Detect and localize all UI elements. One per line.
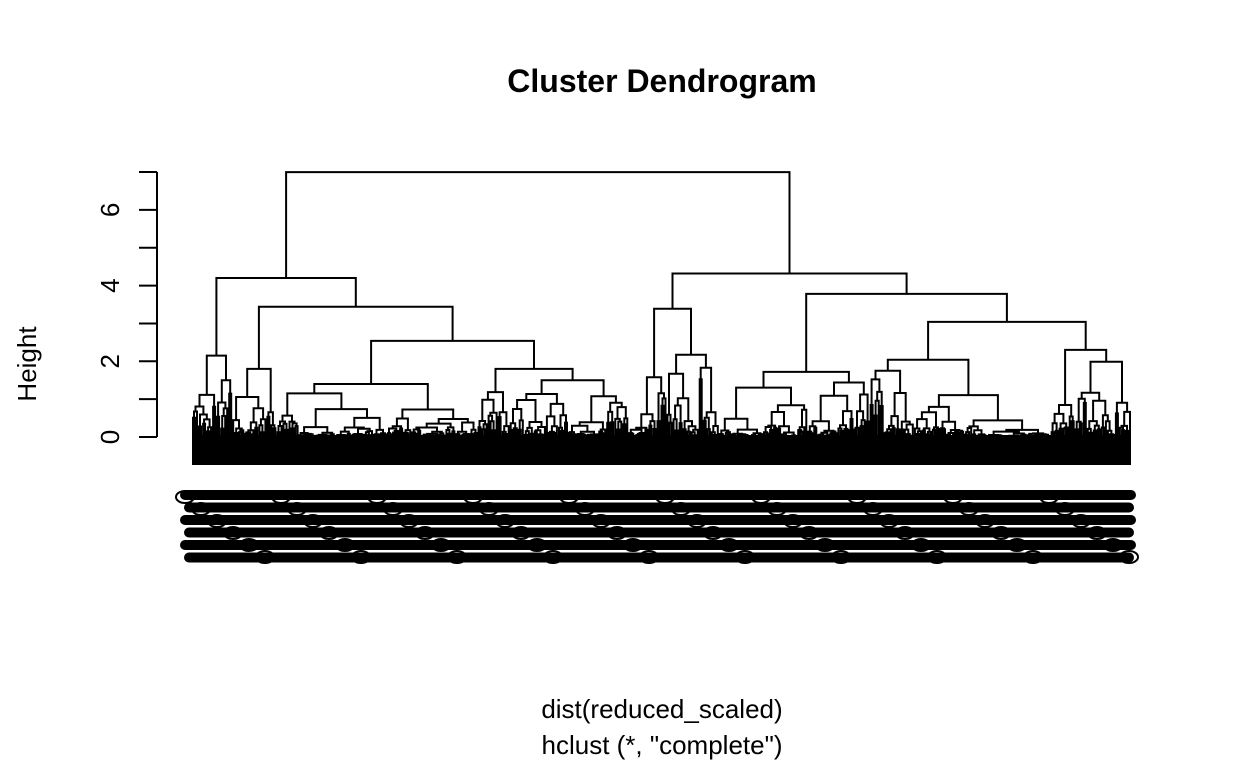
leaf-label-glyph <box>1039 490 1059 504</box>
leaf-label-glyph <box>591 514 611 528</box>
leaf-label-glyph <box>207 514 227 528</box>
leaf-label-glyph <box>559 490 579 504</box>
leaf-label-glyph <box>1023 550 1043 564</box>
leaf-label-glyph <box>1087 526 1107 540</box>
leaf-label-glyph <box>991 526 1011 540</box>
leaf-label-row <box>184 502 1134 513</box>
leaf-label-glyph <box>543 550 563 564</box>
leaf-label-glyph <box>655 490 675 504</box>
leaf-label-glyph <box>1103 538 1123 552</box>
leaf-label-glyph <box>303 514 323 528</box>
leaf-label-glyph <box>735 550 755 564</box>
leaf-label-glyph <box>351 550 371 564</box>
y-tick-label: 2 <box>95 354 125 368</box>
leaf-labels <box>175 490 1139 564</box>
chart-title: Cluster Dendrogram <box>507 63 816 99</box>
leaf-label-glyph <box>367 490 387 504</box>
leaf-label-glyph <box>287 502 307 516</box>
leaf-label-glyph <box>719 538 739 552</box>
leaf-label-glyph <box>1055 502 1075 516</box>
leaf-label-glyph <box>799 526 819 540</box>
dendrogram-tree <box>192 171 1131 465</box>
leaf-label-glyph <box>495 514 515 528</box>
leaf-label-glyph <box>671 502 691 516</box>
leaf-label-glyph <box>415 526 435 540</box>
leaf-label-glyph <box>399 514 419 528</box>
leaf-label-row <box>180 540 1136 550</box>
leaf-label-glyph <box>751 490 771 504</box>
y-tick-label: 0 <box>95 430 125 444</box>
leaf-label-glyph <box>239 538 259 552</box>
y-tick-label: 6 <box>95 203 125 217</box>
leaf-label-glyph <box>863 502 883 516</box>
leaf-label-glyph <box>527 538 547 552</box>
leaf-label-glyph <box>479 502 499 516</box>
leaf-label-glyph <box>767 502 787 516</box>
leaf-label-glyph <box>431 538 451 552</box>
leaf-label-glyph <box>783 514 803 528</box>
leaf-label-glyph <box>975 514 995 528</box>
y-axis: 0 2 4 6 <box>95 171 158 444</box>
leaf-label-glyph <box>223 526 243 540</box>
dendrogram-branches <box>192 171 1131 465</box>
leaf-label-glyph <box>831 550 851 564</box>
leaf-label-glyph <box>895 526 915 540</box>
leaf-label-glyph <box>447 550 467 564</box>
sub-label: hclust (*, "complete") <box>542 730 783 760</box>
leaf-label-glyph <box>319 526 339 540</box>
leaf-label-row <box>184 552 1134 563</box>
leaf-label-glyph <box>1071 514 1091 528</box>
leaf-label-glyph <box>639 550 659 564</box>
leaf-label-glyph <box>959 502 979 516</box>
leaf-label-glyph <box>623 538 643 552</box>
leaf-label-glyph <box>879 514 899 528</box>
leaf-label-glyph <box>847 490 867 504</box>
leaf-label-glyph <box>383 502 403 516</box>
leaf-label-glyph <box>943 490 963 504</box>
leaf-label-glyph <box>1007 538 1027 552</box>
leaf-label-glyph <box>927 550 947 564</box>
leaf-label-glyph <box>463 490 483 504</box>
leaf-label-glyph <box>271 490 291 504</box>
leaf-band <box>193 435 1130 465</box>
leaf-label-glyph <box>175 490 195 504</box>
leaf-label-glyph <box>815 538 835 552</box>
leaf-label-glyph <box>255 550 275 564</box>
leaf-label-glyph <box>911 538 931 552</box>
leaf-label-glyph <box>687 514 707 528</box>
leaf-label-glyph <box>335 538 355 552</box>
leaf-label-glyph <box>575 502 595 516</box>
leaf-label-glyph <box>1119 550 1139 564</box>
leaf-label-glyph <box>703 526 723 540</box>
x-axis-label: dist(reduced_scaled) <box>541 694 782 724</box>
y-tick-label: 4 <box>95 278 125 292</box>
leaf-label-glyph <box>607 526 627 540</box>
leaf-label-glyph <box>511 526 531 540</box>
leaf-label-row <box>180 490 1136 500</box>
leaf-label-glyph <box>191 502 211 516</box>
y-axis-label: Height <box>12 326 42 402</box>
